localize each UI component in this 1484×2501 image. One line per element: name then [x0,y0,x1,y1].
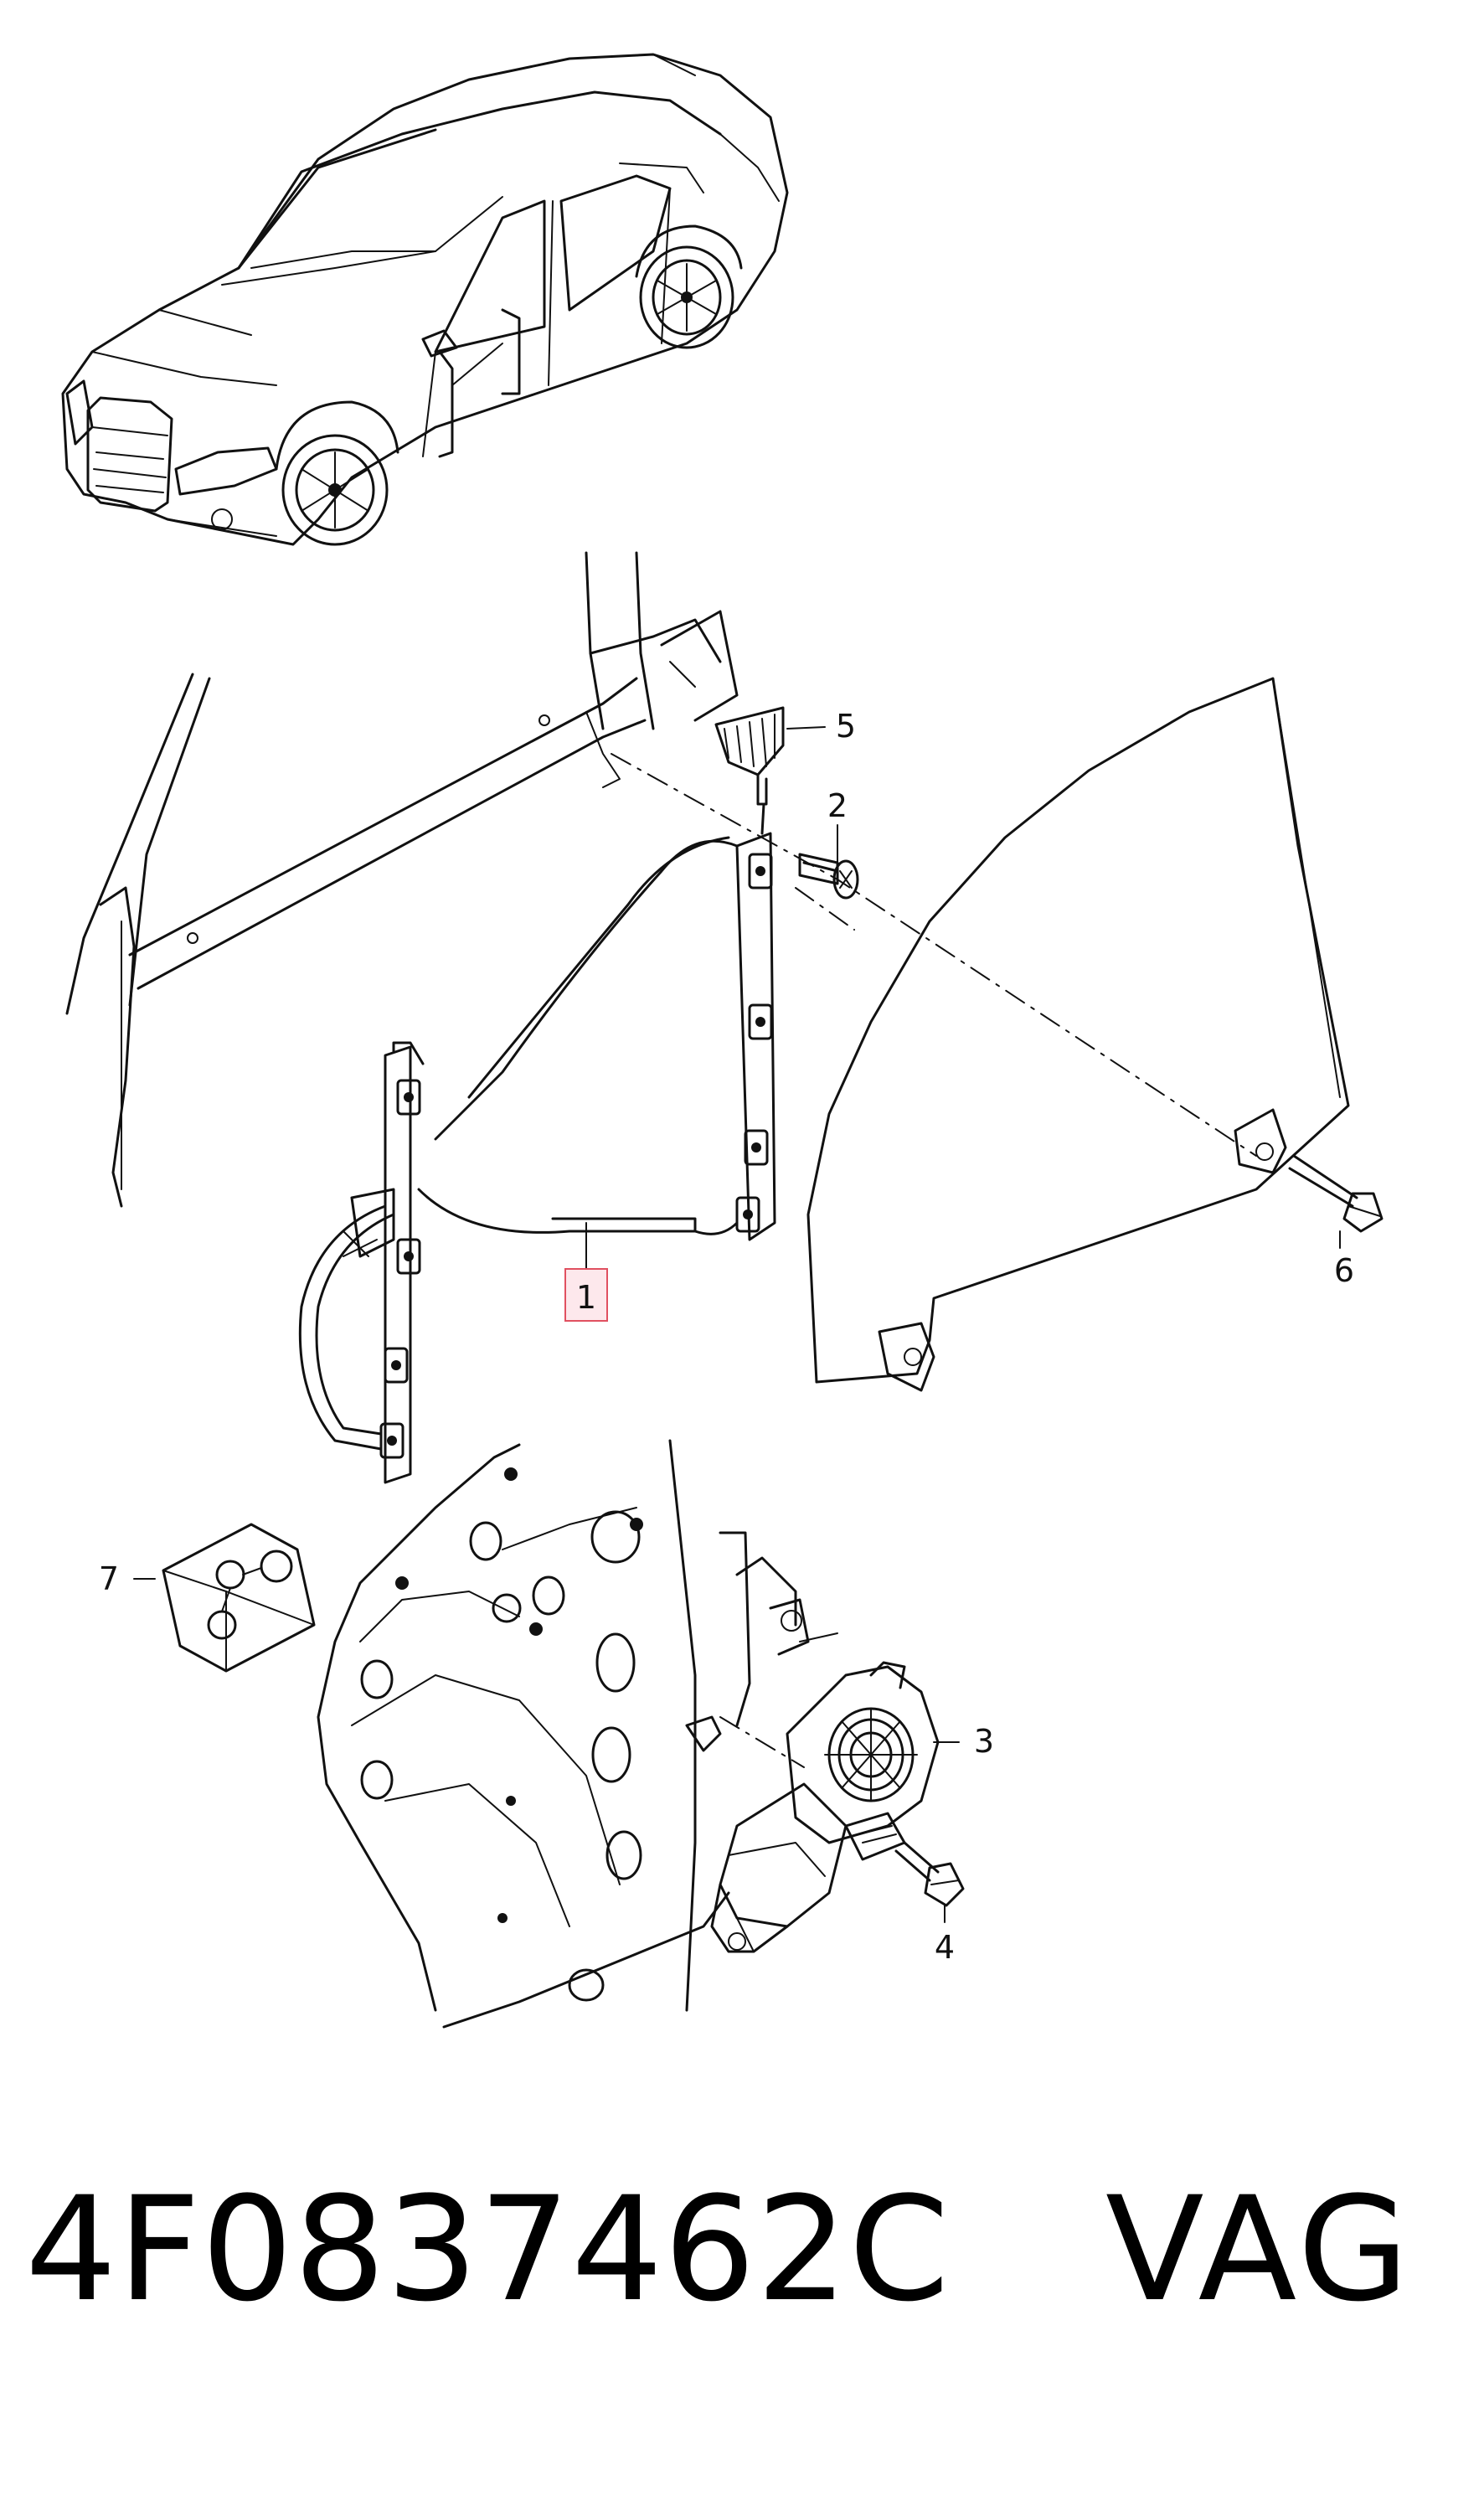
window-regulator [298,802,776,1484]
screw-4 [894,1841,965,1923]
car-illustration [61,53,789,546]
brand-label: VAG [1105,2165,1413,2333]
callout-1: 1 [576,1279,596,1316]
callout-1-highlight [564,1268,608,1322]
callout-5: 5 [836,708,856,745]
bolt-6 [1288,1154,1384,1249]
alignment-line [611,753,1257,1157]
window-motor-3 [710,1661,960,1953]
door-glass [806,677,1350,1392]
seal-pad-7 [133,1523,316,1673]
callout-3: 3 [974,1723,994,1760]
door-frame [65,551,739,1208]
door-inner-panel [317,1439,838,2029]
callout-2: 2 [827,787,848,824]
callout-4: 4 [935,1929,955,1966]
part-number: 4F0837462C [25,2165,951,2333]
callout-7: 7 [99,1560,119,1597]
screw-2 [798,824,859,900]
callout-6: 6 [1334,1252,1354,1289]
guide-piece-5 [714,706,826,806]
